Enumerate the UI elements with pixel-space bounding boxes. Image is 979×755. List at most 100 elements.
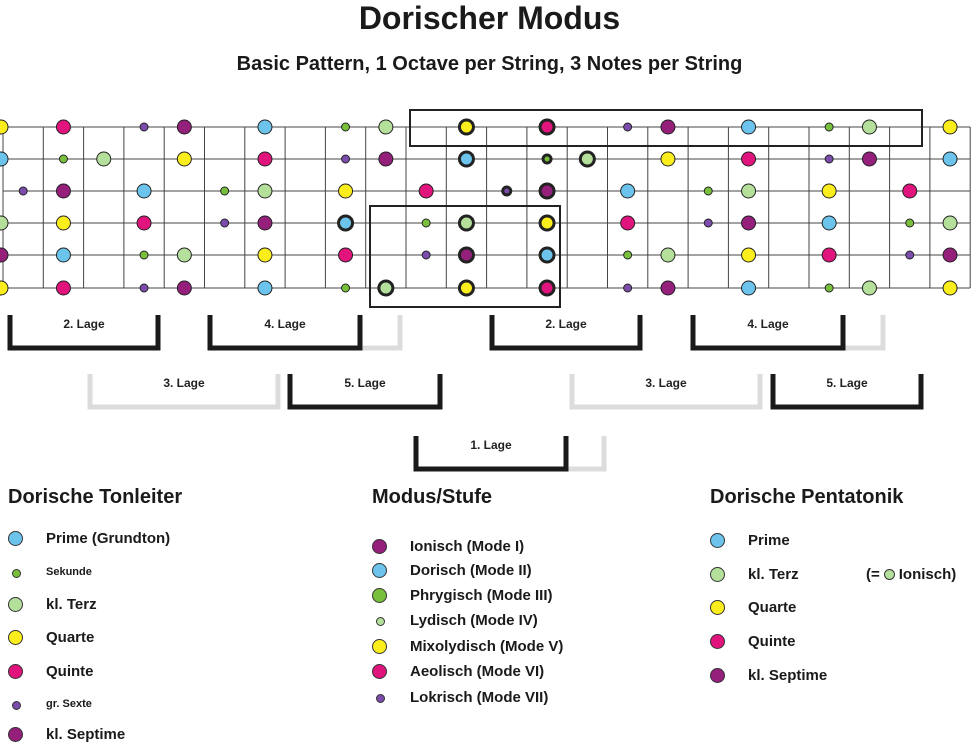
prime-dot-icon <box>710 533 725 548</box>
quinte-note-dot <box>741 151 757 167</box>
kl-terz-dot-icon <box>8 597 23 612</box>
prime-note-dot <box>741 119 757 135</box>
kl-septime-note-dot <box>55 183 71 199</box>
legend-item-label: Quarte <box>748 599 797 616</box>
sekunde-note-dot <box>220 186 230 196</box>
quarte-note-dot <box>660 151 676 167</box>
prime-dot-icon <box>372 563 387 578</box>
kl-septime-note-dot <box>660 280 676 296</box>
kl-terz-note-dot <box>257 183 273 199</box>
sekunde-note-dot <box>341 122 351 132</box>
gr-sexte-dot-icon <box>376 694 385 703</box>
legend-item-label: kl. Septime <box>46 726 126 743</box>
position-label: 5. Lage <box>826 376 868 390</box>
sekunde-note-dot <box>421 218 431 228</box>
position-bracket <box>287 374 443 410</box>
quarte-dot-icon <box>710 600 725 615</box>
legend-item-label: Quarte <box>46 629 95 646</box>
gr-sexte-note-dot <box>501 185 513 197</box>
quarte-note-dot <box>942 119 958 135</box>
kl-septime-dot-icon <box>710 668 725 683</box>
prime-note-dot <box>0 151 9 167</box>
prime-note-dot <box>620 183 636 199</box>
gr-sexte-note-dot <box>341 154 351 164</box>
kl-septime-note-dot <box>741 215 757 231</box>
gr-sexte-dot-icon <box>12 701 21 710</box>
pentatonic-note-suffix: Ionisch) <box>898 566 957 583</box>
legend-item-label: Prime (Grundton) <box>46 530 171 547</box>
gr-sexte-note-dot <box>623 283 633 293</box>
kl-septime-note-dot <box>538 182 556 200</box>
gr-sexte-note-dot <box>220 218 230 228</box>
sekunde-dot-icon <box>372 588 387 603</box>
sekunde-note-dot <box>703 186 713 196</box>
position-label: 5. Lage <box>344 376 386 390</box>
legend-item-label: kl. Terz <box>46 596 97 613</box>
page-title: Dorischer Modus <box>358 0 621 36</box>
gr-sexte-note-dot <box>824 154 834 164</box>
kl-terz-note-dot <box>0 215 9 231</box>
legend-item-label: kl. Septime <box>748 667 828 684</box>
kl-terz-note-dot <box>176 247 192 263</box>
sekunde-dot-icon <box>12 569 21 578</box>
bracket-tail <box>843 315 886 351</box>
quarte-note-dot <box>821 183 837 199</box>
legend-item-label: kl. Terz <box>748 566 799 583</box>
position-bracket <box>770 374 924 410</box>
quarte-note-dot <box>338 183 354 199</box>
prime-note-dot <box>821 215 837 231</box>
prime-note-dot <box>257 280 273 296</box>
kl-septime-note-dot <box>660 119 676 135</box>
legend-modes: Modus/Stufe Ionisch (Mode I)Dorisch (Mod… <box>372 486 563 706</box>
quinte-note-dot <box>538 118 556 136</box>
octave-box <box>409 109 923 147</box>
sekunde-note-dot <box>139 250 149 260</box>
quinte-note-dot <box>338 247 354 263</box>
legend-item-label: Quinte <box>748 633 796 650</box>
legend-item-label: Sekunde <box>46 566 92 578</box>
position-bracket <box>207 315 363 351</box>
kl-terz-note-dot <box>942 215 958 231</box>
quinte-note-dot <box>538 279 556 297</box>
quinte-note-dot <box>136 215 152 231</box>
position-bracket <box>690 315 846 351</box>
legend-item-label: Phrygisch (Mode III) <box>410 587 553 604</box>
kl-septime-dot-icon <box>8 727 23 742</box>
kl-septime-note-dot <box>942 247 958 263</box>
quarte-dot-icon <box>372 639 387 654</box>
kl-septime-note-dot <box>176 119 192 135</box>
kl-septime-dot-icon <box>372 539 387 554</box>
quinte-note-dot <box>257 151 273 167</box>
quinte-dot-icon <box>372 664 387 679</box>
quarte-note-dot <box>457 279 475 297</box>
prime-note-dot <box>457 150 475 168</box>
legend-scale-title: Dorische Tonleiter <box>8 486 183 508</box>
kl-terz-note-dot <box>741 183 757 199</box>
legend-item-label: Lydisch (Mode IV) <box>410 612 538 629</box>
page-subtitle: Basic Pattern, 1 Octave per String, 3 No… <box>236 53 743 75</box>
quinte-note-dot <box>55 119 71 135</box>
quinte-note-dot <box>902 183 918 199</box>
prime-note-dot <box>136 183 152 199</box>
position-label: 2. Lage <box>63 317 105 331</box>
legend-item-label: Aeolisch (Mode VI) <box>410 663 545 680</box>
position-bracket <box>413 436 569 472</box>
quinte-note-dot <box>418 183 434 199</box>
position-box <box>369 205 561 308</box>
prime-note-dot <box>337 214 355 232</box>
kl-terz-dot-icon <box>883 568 895 580</box>
kl-terz-note-dot <box>660 247 676 263</box>
legend-item-label: Prime <box>748 532 790 549</box>
quinte-note-dot <box>55 280 71 296</box>
kl-terz-note-dot <box>457 214 475 232</box>
position-label: 3. Lage <box>645 376 687 390</box>
kl-terz-dot-icon <box>376 617 385 626</box>
position-label: 2. Lage <box>545 317 587 331</box>
legend-item-label: gr. Sexte <box>46 698 92 710</box>
kl-septime-note-dot <box>457 246 475 264</box>
sekunde-note-dot <box>341 283 351 293</box>
position-bracket <box>87 374 281 410</box>
quarte-note-dot <box>55 215 71 231</box>
